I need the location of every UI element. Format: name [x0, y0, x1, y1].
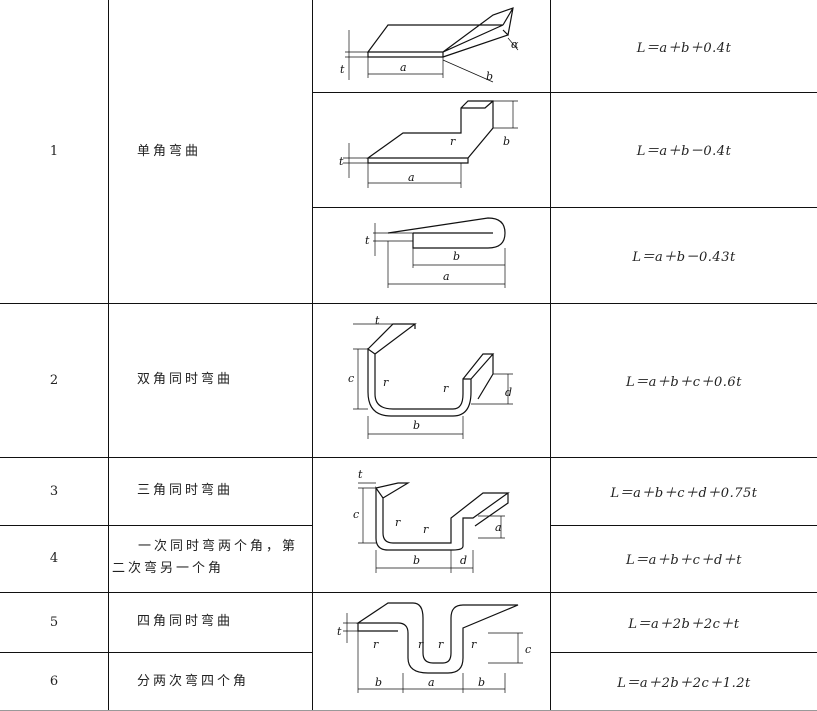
svg-text:b: b — [478, 676, 485, 689]
length-formula: L＝a＋2b＋2c＋t — [628, 616, 740, 632]
svg-text:b: b — [375, 676, 382, 689]
svg-text:t: t — [365, 234, 370, 247]
svg-text:b: b — [503, 135, 510, 148]
divider — [0, 525, 312, 526]
divider — [108, 0, 109, 711]
svg-text:r: r — [471, 638, 477, 651]
svg-text:r: r — [443, 382, 449, 395]
drawing-single-bend-right: a b t r — [339, 100, 518, 188]
svg-text:a: a — [443, 270, 450, 283]
divider — [312, 0, 313, 711]
svg-text:α: α — [511, 38, 519, 51]
svg-text:t: t — [358, 468, 363, 481]
svg-text:r: r — [395, 516, 401, 529]
svg-text:r: r — [383, 376, 389, 389]
divider — [312, 92, 817, 93]
drawing-double-bend: b c d t r r — [348, 314, 513, 439]
svg-text:t: t — [337, 625, 342, 638]
svg-text:t: t — [340, 63, 345, 76]
divider — [550, 0, 551, 711]
divider — [550, 525, 817, 526]
svg-text:d: d — [505, 386, 512, 399]
length-formula: L＝a＋b－0.43t — [632, 249, 736, 265]
svg-text:a: a — [428, 676, 435, 689]
svg-text:c: c — [348, 372, 354, 385]
drawing-single-bend-angled: a b t α — [340, 7, 519, 83]
drawing-hem-bend: b a t — [365, 217, 506, 288]
row-number: 1 — [49, 144, 59, 159]
length-formula: L＝a＋b＋c＋d＋t — [625, 553, 743, 568]
svg-text:r: r — [423, 523, 429, 536]
bend-method: 单角弯曲 — [137, 143, 202, 159]
length-formula: L＝a＋b＋c＋d＋0.75t — [610, 485, 758, 501]
svg-text:r: r — [373, 638, 379, 651]
row-number: 5 — [49, 614, 59, 630]
svg-text:t: t — [339, 155, 344, 168]
svg-text:r: r — [438, 638, 444, 651]
svg-text:r: r — [418, 638, 424, 651]
svg-text:b: b — [413, 419, 420, 432]
svg-text:r: r — [450, 135, 456, 148]
drawing-four-bend: b a b c t r r r r — [337, 602, 531, 693]
row-number: 3 — [49, 483, 59, 499]
length-formula: L＝a＋b＋c＋0.6t — [626, 374, 742, 390]
row-number: 4 — [49, 551, 59, 566]
length-formula: L＝a＋b＋0.4t — [636, 40, 732, 56]
length-formula: L＝a＋b－0.4t — [636, 144, 732, 159]
svg-text:a: a — [495, 521, 502, 534]
svg-text:t: t — [375, 314, 380, 327]
row-number: 6 — [49, 674, 59, 689]
bend-method: 三角同时弯曲 — [137, 483, 234, 498]
divider — [312, 207, 817, 208]
divider — [0, 457, 817, 458]
divider — [550, 652, 817, 653]
bend-method: 一次同时弯两个角，第二次弯另一个角 — [112, 539, 299, 576]
svg-text:b: b — [486, 70, 493, 83]
row-number: 2 — [49, 372, 59, 388]
svg-text:b: b — [453, 250, 460, 263]
divider — [0, 592, 817, 593]
svg-text:d: d — [460, 554, 467, 567]
bend-method: 分两次弯四个角 — [137, 673, 250, 689]
svg-text:b: b — [413, 554, 420, 567]
svg-text:c: c — [525, 643, 531, 656]
bend-method: 双角同时弯曲 — [137, 372, 234, 387]
drawing-triple-bend: b d c a t r r — [353, 468, 510, 573]
divider — [0, 303, 817, 304]
divider — [0, 652, 312, 653]
svg-text:a: a — [408, 171, 415, 184]
bend-method: 四角同时弯曲 — [137, 614, 234, 629]
length-formula: L＝a＋2b＋2c＋1.2t — [617, 676, 751, 691]
svg-text:c: c — [353, 508, 359, 521]
svg-text:a: a — [400, 61, 407, 74]
